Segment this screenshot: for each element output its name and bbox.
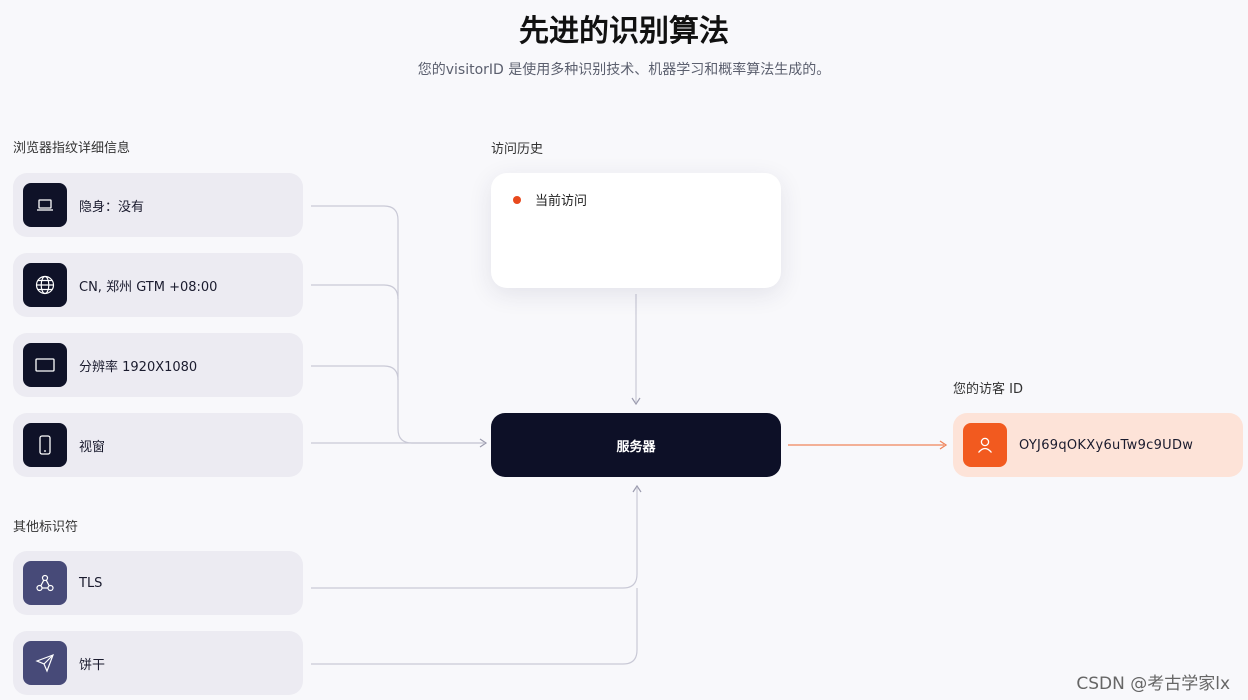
connector-incognito [311,205,484,444]
watermark: CSDN @考古学家lx [1076,674,1230,694]
fingerprint-item-label: 分辨率 1920X1080 [79,359,198,375]
visit-history-card: 当前访问 [491,173,781,288]
server-label: 服务器 [616,439,656,455]
connector-location [311,284,399,300]
other-item-tls: TLS [13,551,303,615]
other-item-label: TLS [79,575,103,591]
page-title: 先进的识别算法 [519,14,729,49]
globe-icon [23,263,67,307]
laptop-icon [23,183,67,227]
connector-tls [311,488,638,589]
screen-icon [23,343,67,387]
network-icon [23,561,67,605]
send-icon [23,641,67,685]
fingerprint-section-label: 浏览器指纹详细信息 [13,141,131,156]
fingerprint-item-label: 视窗 [79,439,106,455]
current-visit-label: 当前访问 [535,194,588,209]
fingerprint-item-label: CN, 郑州 GTM +08:00 [79,279,218,295]
visitor-id-value: OYJ69qOKXy6uTw9c9UDw [1019,437,1194,453]
fingerprint-item-location: CN, 郑州 GTM +08:00 [13,253,303,317]
fingerprint-item-resolution: 分辨率 1920X1080 [13,333,303,397]
server-node: 服务器 [491,413,781,477]
fingerprint-item-label: 隐身：没有 [79,199,145,215]
visitor-id-card: OYJ69qOKXy6uTw9c9UDw [953,413,1243,477]
connector-resolution [311,365,399,381]
connector-cookie [311,588,638,665]
other-section-label: 其他标识符 [13,520,79,535]
user-icon [963,423,1007,467]
current-visit-dot [513,196,521,204]
other-item-cookie: 饼干 [13,631,303,695]
fingerprint-item-viewport: 视窗 [13,413,303,477]
history-section-label: 访问历史 [491,142,544,157]
fingerprint-item-incognito: 隐身：没有 [13,173,303,237]
visitor-id-section-label: 您的访客 ID [953,382,1023,397]
other-item-label: 饼干 [79,657,106,673]
connector-server-to-id [788,440,948,450]
phone-icon [23,423,67,467]
page-subtitle: 您的visitorID 是使用多种识别技术、机器学习和概率算法生成的。 [417,62,831,78]
